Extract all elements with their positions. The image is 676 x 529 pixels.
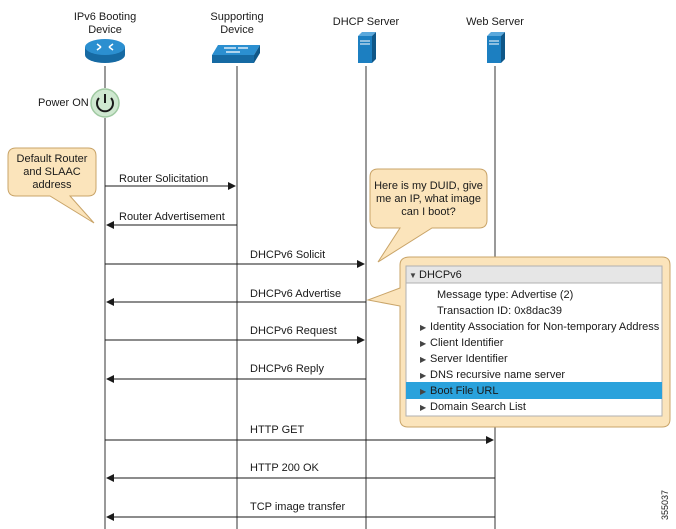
power-icon — [90, 88, 120, 118]
actor-supporting-device: Supporting Device — [210, 11, 264, 36]
switch-icon — [212, 45, 260, 63]
callout-default-router-shape — [7, 147, 97, 224]
message-label-router-advertisement: Router Advertisement — [119, 211, 225, 223]
callout-duid-shape — [369, 168, 488, 263]
tree-item-dns-recursive[interactable]: ▶DNS recursive name server — [420, 367, 565, 383]
tree-item-label: Domain Search List — [430, 401, 526, 413]
message-label-router-solicitation: Router Solicitation — [119, 173, 209, 185]
message-label-dhcpv6-request: DHCPv6 Request — [250, 325, 337, 337]
caret-right-icon: ▶ — [420, 403, 427, 412]
message-label-dhcpv6-reply: DHCPv6 Reply — [250, 363, 324, 375]
dhcp-panel-header[interactable]: ▼DHCPv6 — [409, 267, 462, 283]
caret-right-icon: ▶ — [420, 387, 427, 396]
caret-down-icon: ▼ — [409, 271, 417, 280]
tree-item-domain-search-list[interactable]: ▶Domain Search List — [420, 399, 526, 415]
message-label-tcp-image-transfer: TCP image transfer — [250, 501, 346, 513]
dhcp-panel-header-bg — [405, 265, 663, 284]
dhcp-message-type: Message type: Advertise (2) — [437, 289, 574, 301]
dhcp-server-icon — [358, 32, 376, 63]
caret-right-icon: ▶ — [420, 323, 427, 332]
web-server-icon — [487, 32, 505, 63]
message-label-http-get: HTTP GET — [250, 424, 305, 436]
tree-item-client-identifier[interactable]: ▶Client Identifier — [420, 335, 503, 351]
power-on-label: Power ON — [38, 97, 89, 109]
tree-item-label: Server Identifier — [430, 353, 508, 365]
actor-booting-device: IPv6 Booting Device — [73, 11, 137, 36]
tree-item-label: DNS recursive name server — [430, 369, 566, 381]
caret-right-icon: ▶ — [420, 355, 427, 364]
dhcp-panel-highlight — [406, 382, 662, 399]
callout-default-router-text: Default Router and SLAAC address — [16, 153, 88, 191]
tree-item-server-identifier[interactable]: ▶Server Identifier — [420, 351, 508, 367]
message-label-dhcpv6-solicit: DHCPv6 Solicit — [250, 249, 326, 261]
tree-item-label: Boot File URL — [430, 385, 499, 397]
tree-item-label: Client Identifier — [430, 337, 504, 349]
tree-item-identity-association[interactable]: ▶Identity Association for Non-temporary … — [420, 319, 659, 335]
tree-item-label: Identity Association for Non-temporary A… — [430, 321, 660, 333]
actor-dhcp-server: DHCP Server — [332, 16, 400, 28]
dhcp-transaction-id: Transaction ID: 0x8dac39 — [437, 305, 562, 317]
message-label-dhcpv6-advertise: DHCPv6 Advertise — [250, 288, 342, 300]
callout-duid-text: Here is my DUID, give me an IP, what ima… — [374, 180, 483, 218]
figure-number: 355037 — [660, 489, 670, 520]
message-label-http-200-ok: HTTP 200 OK — [250, 462, 319, 474]
router-icon — [85, 39, 125, 63]
dhcp-panel-header-label: DHCPv6 — [419, 269, 462, 281]
caret-right-icon: ▶ — [420, 339, 427, 348]
caret-right-icon: ▶ — [420, 371, 427, 380]
actor-web-server: Web Server — [466, 16, 524, 28]
tree-item-boot-file-url[interactable]: ▶Boot File URL — [420, 383, 498, 399]
